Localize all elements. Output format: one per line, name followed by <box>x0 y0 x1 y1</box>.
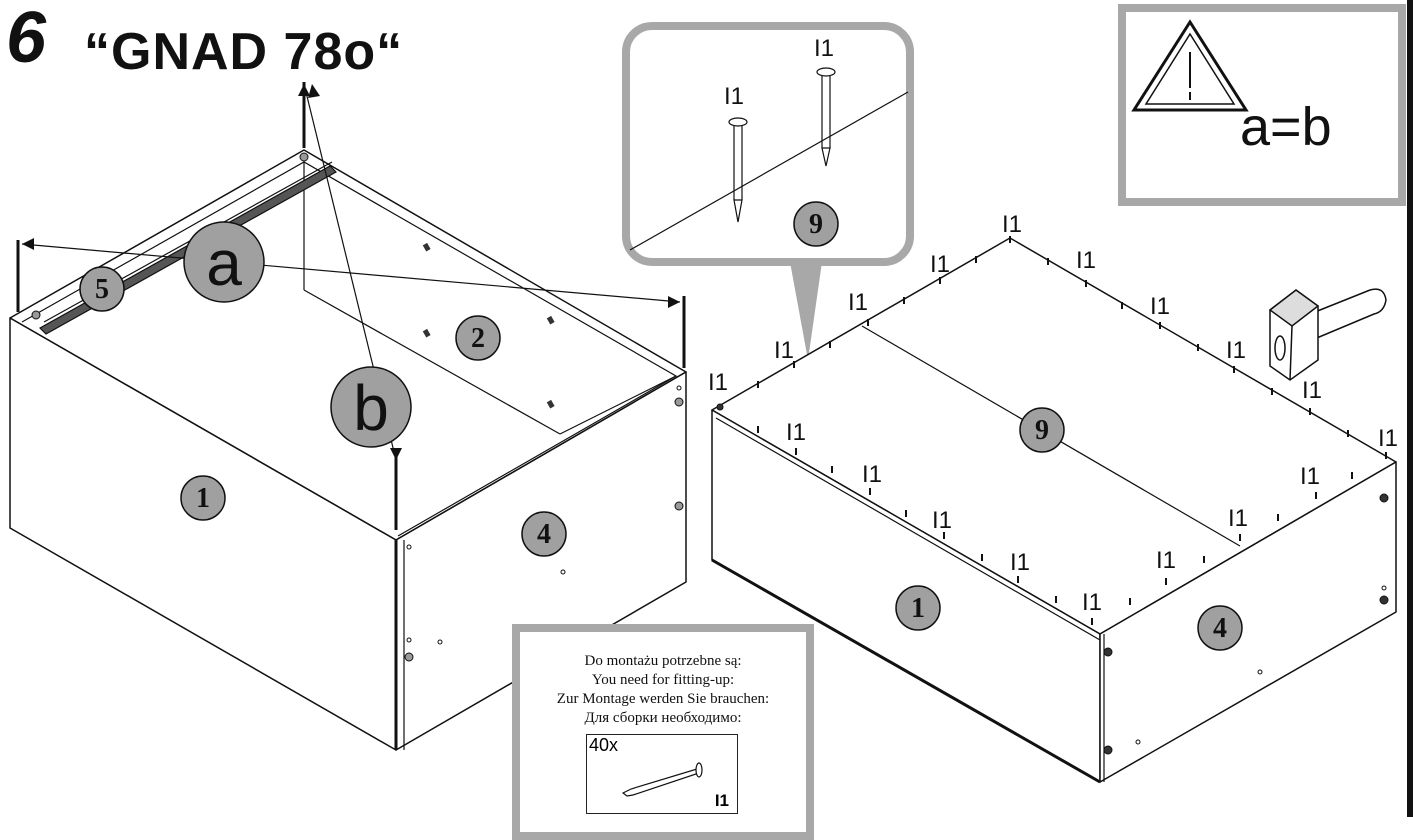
warning-formula: a=b <box>1240 97 1332 157</box>
part-4-marker-right: 4 <box>1197 605 1243 651</box>
parts-list-box: Do montażu potrzebne są: You need for fi… <box>512 624 814 840</box>
svg-text:I1: I1 <box>708 369 728 396</box>
svg-text:1: 1 <box>196 483 210 514</box>
step-number: 6 <box>6 0 47 78</box>
svg-text:I1: I1 <box>814 35 834 62</box>
nail-icon <box>621 762 703 797</box>
svg-text:I1: I1 <box>786 419 806 446</box>
svg-text:a: a <box>206 227 242 299</box>
svg-text:I1: I1 <box>1226 337 1246 364</box>
parts-line-de: Zur Montage werden Sie brauchen: <box>556 691 770 707</box>
parts-line-ru: Для сборки необходимо: <box>584 710 742 726</box>
svg-text:5: 5 <box>95 274 109 305</box>
part-5-marker: 5 <box>79 266 125 312</box>
part-1-marker-right: 1 <box>895 585 941 631</box>
svg-text:1: 1 <box>911 593 925 624</box>
assembly-drawing: a b 5 2 1 4 I1 I1 9 <box>9 22 1398 784</box>
nail-detail-callout: I1 I1 9 <box>622 22 914 360</box>
svg-text:I1: I1 <box>932 507 952 534</box>
svg-text:I1: I1 <box>1082 589 1102 616</box>
nail-code: I1 <box>714 791 729 810</box>
model-title: “GNAD 78o“ <box>84 23 404 81</box>
svg-text:4: 4 <box>537 519 551 550</box>
part-9-marker-callout: 9 <box>793 201 839 247</box>
nail-part-card: 40x I1 <box>586 734 738 814</box>
part-2-marker: 2 <box>455 315 501 361</box>
svg-text:b: b <box>353 372 389 444</box>
svg-text:9: 9 <box>1035 415 1049 446</box>
parts-line-pl: Do montażu potrzebne są: <box>584 653 742 669</box>
page-edge-bar <box>1407 0 1413 817</box>
svg-text:I1: I1 <box>1150 293 1170 320</box>
svg-text:I1: I1 <box>1300 463 1320 490</box>
warning-triangle-icon <box>1131 19 1249 112</box>
svg-text:I1: I1 <box>1378 425 1398 452</box>
right-side-panel <box>1099 461 1397 783</box>
svg-text:4: 4 <box>1213 613 1227 644</box>
svg-text:I1: I1 <box>848 289 868 316</box>
svg-text:I1: I1 <box>1228 505 1248 532</box>
svg-text:I1: I1 <box>1076 247 1096 274</box>
svg-text:I1: I1 <box>774 337 794 364</box>
hammer-icon <box>1268 288 1387 381</box>
part-9-marker: 9 <box>1019 407 1065 453</box>
warning-box: a=b <box>1118 4 1406 206</box>
svg-text:I1: I1 <box>930 251 950 278</box>
svg-text:2: 2 <box>471 323 485 354</box>
nail-quantity: 40x <box>589 735 619 755</box>
part-4-marker: 4 <box>521 511 567 557</box>
svg-text:I1: I1 <box>1302 377 1322 404</box>
svg-text:I1: I1 <box>724 83 744 110</box>
measure-b-marker: b <box>330 366 412 448</box>
parts-line-en: You need for fitting-up: <box>591 672 735 688</box>
svg-text:I1: I1 <box>1002 211 1022 238</box>
svg-text:I1: I1 <box>1010 549 1030 576</box>
svg-text:I1: I1 <box>862 461 882 488</box>
svg-text:9: 9 <box>809 209 823 240</box>
svg-text:I1: I1 <box>1156 547 1176 574</box>
measure-a-marker: a <box>183 221 265 303</box>
part-1-marker: 1 <box>180 475 226 521</box>
